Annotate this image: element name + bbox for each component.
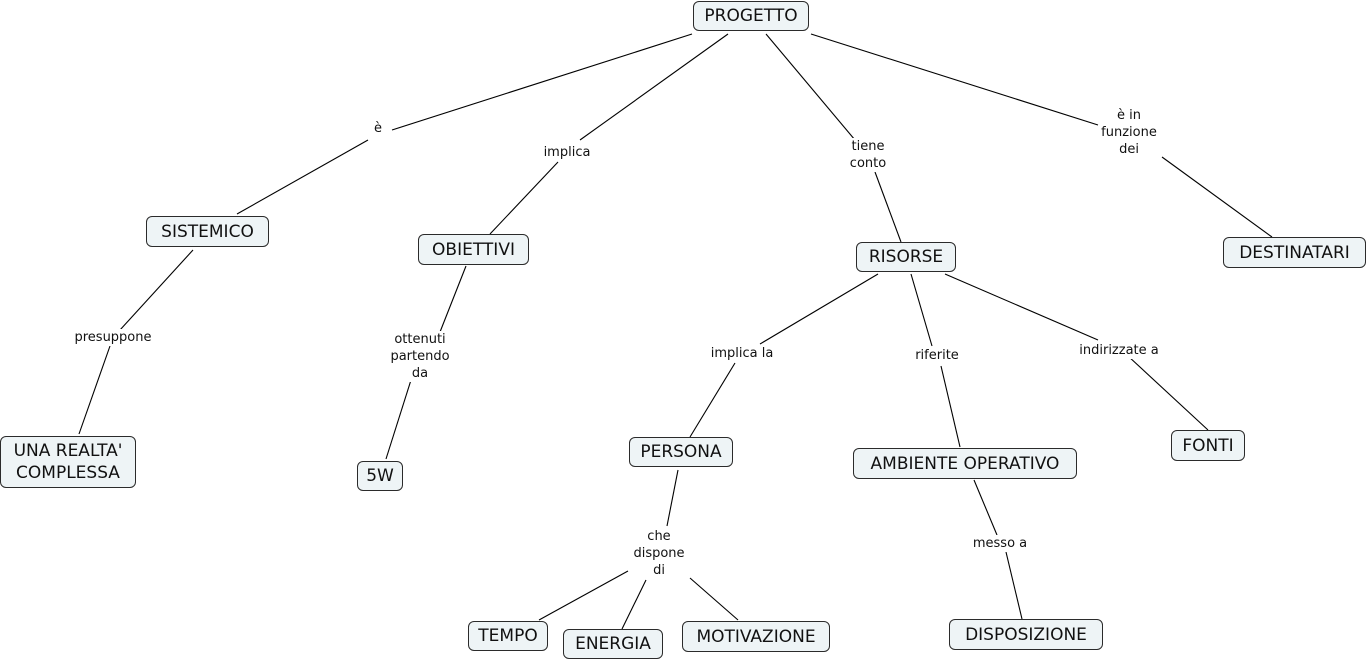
node-destinatari[interactable]: DESTINATARI <box>1223 237 1366 268</box>
node-tempo[interactable]: TEMPO <box>468 621 548 651</box>
connector <box>621 579 647 630</box>
connector <box>579 33 729 141</box>
node-una-realta-complessa[interactable]: UNA REALTA' COMPLESSA <box>0 436 136 488</box>
node-sistemico[interactable]: SISTEMICO <box>146 216 269 247</box>
node-obiettivi[interactable]: OBIETTIVI <box>418 234 529 265</box>
connector <box>689 577 739 621</box>
node-motivazione[interactable]: MOTIVAZIONE <box>682 621 830 652</box>
link-label-implica-la: implica la <box>710 345 774 362</box>
connector <box>765 33 856 141</box>
link-label-ottenuti-partendo-da: ottenuti partendo da <box>390 331 450 382</box>
connector <box>666 469 679 527</box>
link-label-tiene-conto: tiene conto <box>849 138 887 172</box>
connector <box>385 379 412 460</box>
link-label-e: è <box>374 120 382 137</box>
connector <box>689 362 736 438</box>
connector <box>759 273 879 345</box>
connector <box>810 33 1099 126</box>
link-label-indirizzate-a: indirizzate a <box>1079 342 1159 359</box>
connector <box>874 171 902 243</box>
connector <box>910 273 933 347</box>
node-ambiente-operativo[interactable]: AMBIENTE OPERATIVO <box>853 448 1077 479</box>
link-label-messo-a: messo a <box>972 535 1028 552</box>
link-label-e-in-funzione-dei: è in funzione dei <box>1101 107 1157 158</box>
connector <box>236 139 369 215</box>
connector <box>1127 355 1209 431</box>
node-persona[interactable]: PERSONA <box>629 437 733 467</box>
connector <box>973 479 998 536</box>
node-energia[interactable]: ENERGIA <box>563 629 663 659</box>
link-label-riferite: riferite <box>915 347 959 364</box>
connector <box>538 570 629 621</box>
connector <box>1161 156 1273 238</box>
connector <box>944 273 1099 341</box>
node-5w[interactable]: 5W <box>357 461 403 491</box>
connector <box>940 365 961 448</box>
connector <box>391 33 693 131</box>
connector <box>439 265 467 333</box>
connector <box>1005 551 1023 620</box>
connector <box>489 161 559 235</box>
link-label-che-dispone-di: che dispone di <box>633 528 685 579</box>
node-fonti[interactable]: FONTI <box>1171 430 1245 461</box>
link-label-implica: implica <box>543 144 591 161</box>
connector <box>119 249 194 331</box>
node-risorse[interactable]: RISORSE <box>856 242 956 272</box>
connector <box>78 345 111 435</box>
node-progetto[interactable]: PROGETTO <box>693 1 809 31</box>
node-disposizione[interactable]: DISPOSIZIONE <box>949 619 1103 650</box>
link-label-presuppone: presuppone <box>74 329 152 346</box>
